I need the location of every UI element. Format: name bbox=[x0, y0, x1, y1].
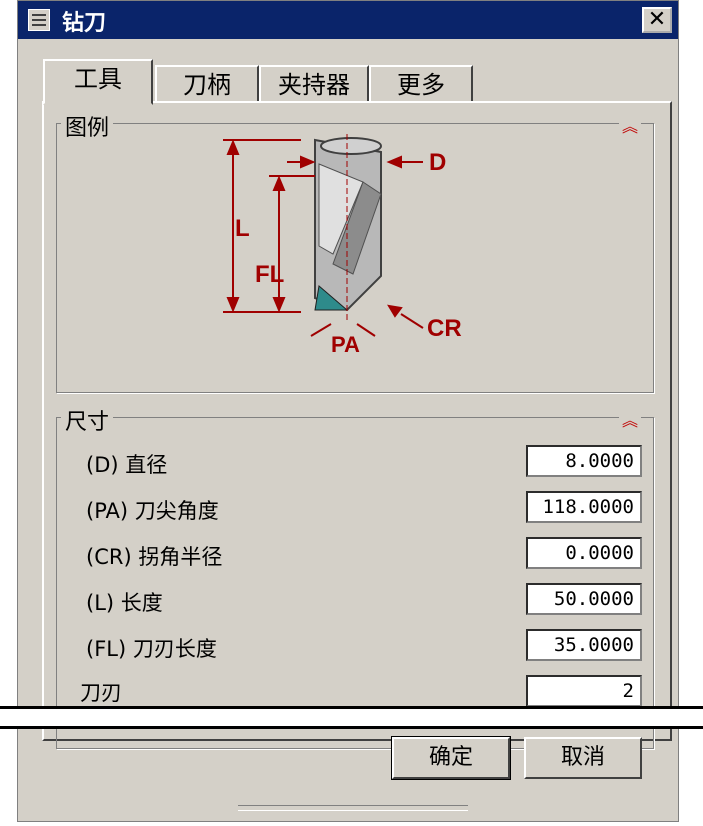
collapse-dimensions-icon[interactable]: ︽ bbox=[618, 407, 641, 431]
length-field[interactable] bbox=[526, 583, 642, 615]
drill-dialog: 钻刀 ✕ 工具 刀柄 夹持器 更多 图例 ︽ bbox=[17, 0, 679, 822]
dimension-label-l: L bbox=[235, 215, 250, 242]
flutes-field[interactable] bbox=[526, 675, 642, 707]
dimensions-group-title: 尺寸 bbox=[61, 404, 114, 436]
flute-length-field[interactable] bbox=[526, 629, 642, 661]
cut-gap bbox=[0, 708, 703, 728]
drill-diagram: L FL D CR PA bbox=[223, 134, 462, 357]
cut-line-top bbox=[0, 706, 703, 709]
corner-radius-field[interactable] bbox=[526, 537, 642, 569]
tab-tool[interactable]: 工具 bbox=[43, 59, 153, 105]
field-label-length: (L) 长度 bbox=[86, 591, 163, 615]
system-menu-icon[interactable] bbox=[28, 9, 50, 31]
tab-more[interactable]: 更多 bbox=[369, 65, 473, 103]
field-label-corner-radius: (CR) 拐角半径 bbox=[86, 545, 223, 569]
tab-holder[interactable]: 夹持器 bbox=[259, 65, 369, 103]
field-label-flute-length: (FL) 刀刃长度 bbox=[86, 637, 217, 661]
dimension-label-cr: CR bbox=[427, 315, 462, 342]
legend-group-title: 图例 bbox=[61, 110, 114, 142]
tab-label: 夹持器 bbox=[278, 71, 350, 99]
field-label-flutes: 刀刃 bbox=[80, 681, 122, 705]
field-label-point-angle: (PA) 刀尖角度 bbox=[86, 499, 219, 523]
dimension-label-fl: FL bbox=[255, 261, 284, 288]
field-label-diameter: (D) 直径 bbox=[86, 453, 168, 477]
tab-label: 刀柄 bbox=[183, 71, 231, 99]
ok-button[interactable]: 确定 bbox=[391, 736, 511, 780]
dimension-label-pa: PA bbox=[331, 332, 360, 357]
dimension-lines bbox=[223, 139, 424, 337]
cut-line-bottom bbox=[0, 726, 703, 729]
tab-label: 工具 bbox=[74, 65, 122, 93]
legend-group: 图例 ︽ bbox=[56, 110, 654, 393]
tab-shank[interactable]: 刀柄 bbox=[155, 65, 259, 103]
dimensions-group: 尺寸 ︽ bbox=[56, 404, 654, 749]
diameter-field[interactable] bbox=[526, 445, 642, 477]
window-title: 钻刀 bbox=[62, 11, 107, 36]
point-angle-field[interactable] bbox=[526, 491, 642, 523]
close-button[interactable]: ✕ bbox=[642, 7, 672, 33]
tab-panel: 图例 ︽ bbox=[42, 101, 672, 749]
tab-label: 更多 bbox=[397, 71, 445, 99]
cancel-button[interactable]: 取消 bbox=[524, 737, 642, 779]
title-bar[interactable]: 钻刀 ✕ bbox=[18, 1, 678, 39]
drill-body bbox=[314, 134, 382, 320]
dimension-label-d: D bbox=[429, 149, 446, 176]
resize-grip[interactable] bbox=[238, 805, 468, 811]
collapse-legend-icon[interactable]: ︽ bbox=[618, 113, 641, 137]
